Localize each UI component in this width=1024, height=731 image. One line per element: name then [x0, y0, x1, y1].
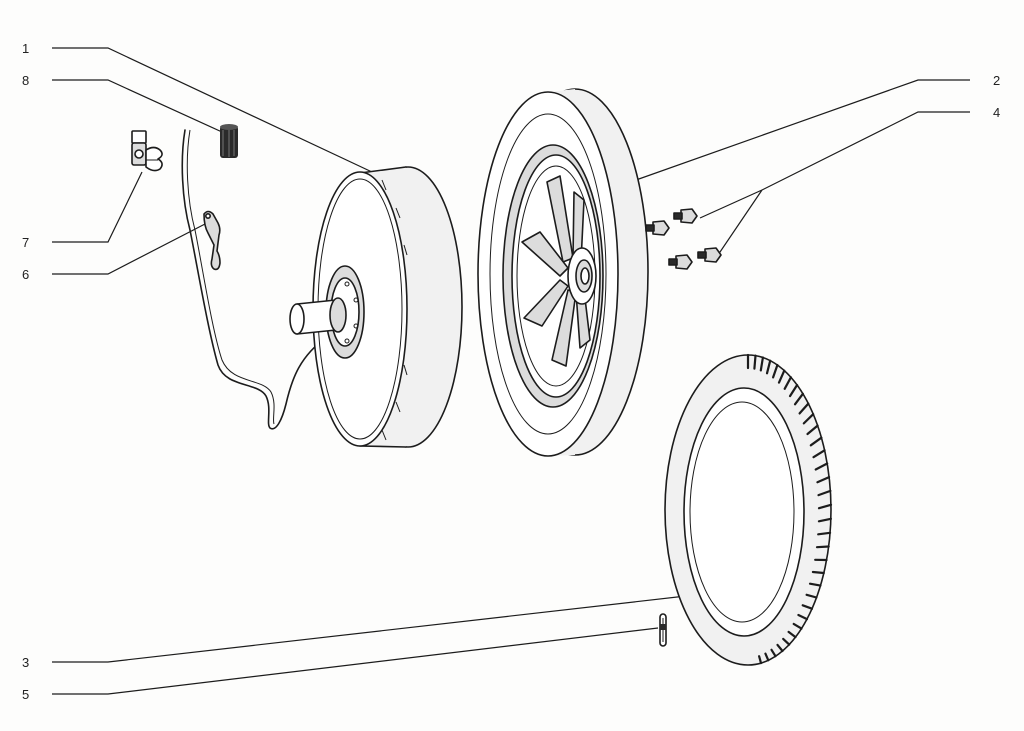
- tread-mark: [787, 630, 797, 639]
- callout-numbers: 1 8 7 6 2 4 3 5: [22, 41, 1000, 702]
- tread-mark: [765, 359, 772, 375]
- tread-mark: [805, 593, 818, 599]
- tread-mark: [817, 517, 833, 523]
- valve-part: [659, 613, 667, 647]
- tread-mark: [817, 531, 832, 536]
- leader-line-2: [635, 79, 970, 181]
- tread-mark: [815, 545, 830, 549]
- callout-label-1: 1: [22, 41, 29, 56]
- callout-label-8: 8: [22, 73, 29, 88]
- callout-label-7: 7: [22, 235, 29, 250]
- tread-mark: [802, 413, 815, 425]
- tread-mark: [753, 354, 757, 370]
- cable-clamp-part: [131, 130, 163, 172]
- tread-mark: [816, 476, 831, 484]
- hub-motor-part: [289, 166, 463, 448]
- callout-label-2: 2: [993, 73, 1000, 88]
- tread-mark: [814, 462, 829, 471]
- loose-tire-part: [664, 353, 833, 666]
- callout-label-6: 6: [22, 267, 29, 282]
- tread-mark: [808, 582, 822, 587]
- tread-mark: [817, 503, 833, 510]
- tire-tread: [746, 353, 833, 665]
- nut: [668, 254, 693, 270]
- tread-mark: [806, 424, 819, 436]
- leader-lines: [52, 47, 970, 695]
- tread-mark: [797, 613, 809, 621]
- leader-line-8: [52, 79, 223, 133]
- tread-mark: [770, 648, 777, 658]
- callout-label-5: 5: [22, 687, 29, 702]
- tread-mark: [811, 570, 825, 575]
- tread-mark: [757, 655, 763, 665]
- leader-line-4: [761, 111, 970, 191]
- tread-mark: [812, 449, 826, 459]
- tread-mark: [777, 369, 786, 384]
- leader-line-1: [52, 47, 373, 173]
- leader-line-5: [52, 627, 659, 695]
- nut: [645, 220, 670, 236]
- leader-line-3: [52, 595, 687, 663]
- cable-sleeve-part: [220, 124, 238, 158]
- tread-mark: [771, 363, 779, 379]
- leader-line-4-branch-a: [699, 189, 763, 219]
- callout-label-4: 4: [993, 105, 1000, 120]
- tread-mark: [776, 643, 784, 653]
- tread-mark: [798, 402, 810, 415]
- nut: [673, 208, 698, 224]
- leader-line-6: [52, 223, 206, 275]
- tread-mark: [764, 652, 770, 662]
- tread-mark: [783, 376, 793, 390]
- tread-mark: [782, 637, 791, 646]
- rim-with-tire-part: [477, 88, 649, 457]
- tread-mark: [759, 356, 765, 372]
- callout-label-3: 3: [22, 655, 29, 670]
- tread-mark: [793, 392, 805, 406]
- tread-mark: [817, 489, 832, 497]
- nut: [697, 247, 722, 263]
- leader-line-4-branch-b: [717, 189, 763, 256]
- tread-mark: [801, 604, 814, 610]
- tread-mark: [788, 383, 799, 398]
- nuts-part: [645, 208, 722, 270]
- motor-cable: [181, 129, 329, 430]
- leader-line-7: [52, 171, 143, 243]
- cable-bracket-part: [203, 210, 221, 271]
- tread-mark: [809, 436, 823, 447]
- tread-mark: [792, 622, 803, 630]
